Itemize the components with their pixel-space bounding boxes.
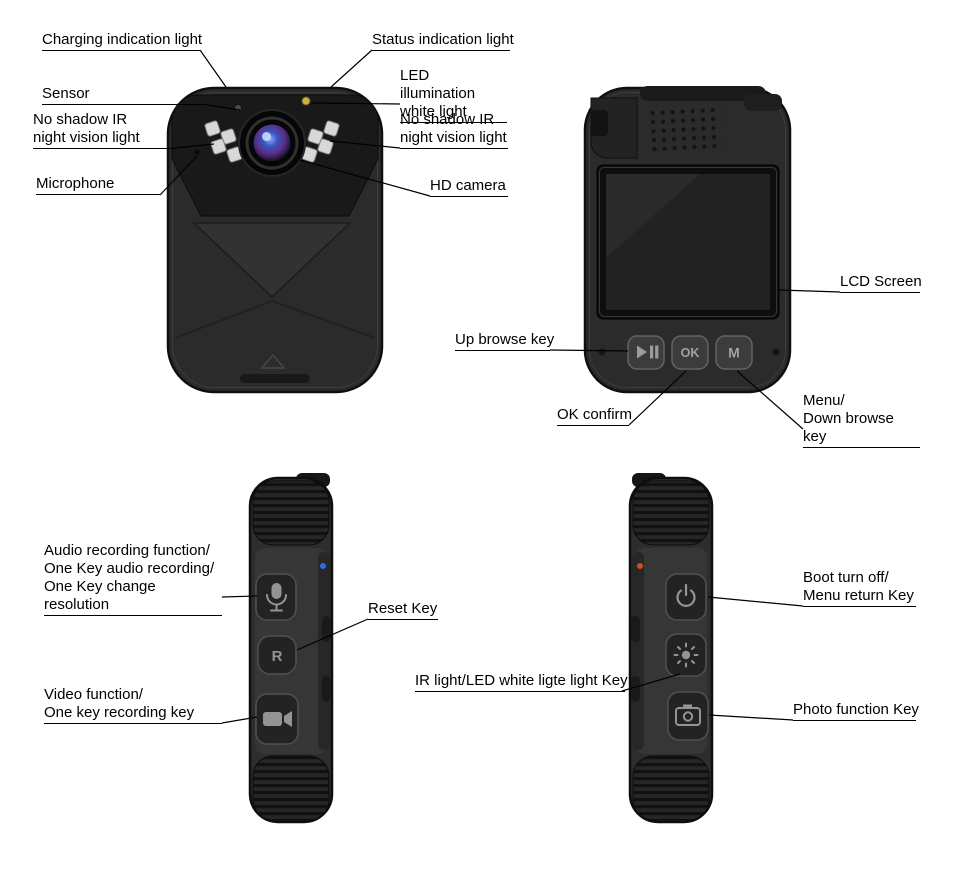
- label-up-browse-key: Up browse key: [455, 331, 554, 351]
- back-view-illustration: OK M: [583, 86, 792, 394]
- leader-line-lcd: [778, 289, 841, 293]
- grip-texture-bottom: [632, 755, 710, 821]
- leader-line-status: [330, 49, 373, 88]
- leader-line-led-white: [310, 102, 401, 105]
- hd-camera-lens: [238, 109, 306, 177]
- grip-texture-top: [252, 480, 330, 546]
- status-led: [301, 96, 311, 106]
- speaker-grille: [648, 106, 724, 152]
- ok-button-label: OK: [681, 346, 700, 360]
- leader-line-video: [221, 716, 258, 724]
- leader-line-boot: [707, 596, 804, 607]
- reset-key-button: R: [257, 635, 297, 675]
- leader-line-ir-right: [329, 140, 401, 149]
- grip-texture-bottom: [252, 755, 330, 821]
- sensor-dot: [234, 104, 242, 112]
- label-photo-function-key: Photo function Key: [793, 701, 919, 721]
- label-microphone: Microphone: [36, 175, 160, 195]
- label-status-indication-light: Status indication light: [372, 31, 514, 51]
- leader-line-menu-down: [736, 370, 804, 430]
- grip-texture-top: [632, 480, 710, 546]
- leader-line-up-browse: [549, 349, 629, 352]
- label-boot-turn-off: Boot turn off/ Menu return Key: [803, 569, 916, 607]
- video-record-button: [255, 693, 299, 745]
- menu-button-label: M: [728, 345, 740, 361]
- label-led-illumination-white-light: LED illumination white light: [400, 67, 507, 123]
- label-ok-confirm: OK confirm: [557, 406, 632, 426]
- label-lcd-screen: LCD Screen: [840, 273, 922, 293]
- leader-line-photo: [708, 714, 794, 721]
- power-icon: [676, 583, 696, 607]
- leader-line-ok-confirm: [628, 370, 687, 426]
- leader-line-audio: [221, 595, 258, 598]
- label-reset-key: Reset Key: [368, 600, 438, 620]
- power-button: [665, 573, 707, 621]
- leader-line-ir-left: [174, 143, 215, 149]
- menu-down-button: M: [715, 335, 753, 370]
- label-charging-indication-light: Charging indication light: [42, 31, 202, 51]
- audio-record-button: [255, 573, 297, 621]
- front-view-illustration: [166, 86, 384, 394]
- video-camera-icon: [263, 711, 292, 727]
- microphone-hole: [194, 149, 200, 155]
- label-sensor: Sensor: [42, 85, 207, 105]
- ir-led-light-button: [665, 633, 707, 677]
- photo-button: [667, 691, 709, 741]
- label-ir-night-vision-right: No shadow IR night vision light: [400, 111, 508, 149]
- label-ir-led-light-key: IR light/LED white ligte light Key: [415, 672, 628, 692]
- ir-led-array-right: [301, 120, 340, 163]
- light-icon: [673, 642, 699, 668]
- up-browse-key-button: [627, 335, 665, 370]
- leader-lines: [159, 49, 841, 724]
- left-side-view-illustration: R: [248, 473, 334, 824]
- label-video-function: Video function/ One key recording key: [44, 686, 222, 724]
- leader-line-ir-led-key: [621, 673, 681, 692]
- label-ir-night-vision-left: No shadow IR night vision light: [33, 111, 175, 149]
- label-menu-down-browse-key: Menu/ Down browse key: [803, 392, 920, 448]
- leader-line-charging: [199, 49, 227, 88]
- right-side-view-illustration: [628, 473, 714, 824]
- leader-line-microphone: [159, 155, 198, 196]
- leader-line-reset: [296, 618, 369, 651]
- ir-led-array-left: [204, 120, 243, 163]
- label-hd-camera: HD camera: [430, 177, 508, 197]
- leader-line-sensor: [206, 104, 241, 111]
- leader-line-hd-camera: [299, 159, 431, 197]
- reset-button-label: R: [272, 648, 283, 665]
- label-audio-recording-function: Audio recording function/ One Key audio …: [44, 542, 222, 616]
- play-pause-icon: [637, 345, 659, 359]
- microphone-icon: [266, 583, 287, 612]
- ok-confirm-button: OK: [671, 335, 709, 370]
- camera-icon: [675, 704, 701, 726]
